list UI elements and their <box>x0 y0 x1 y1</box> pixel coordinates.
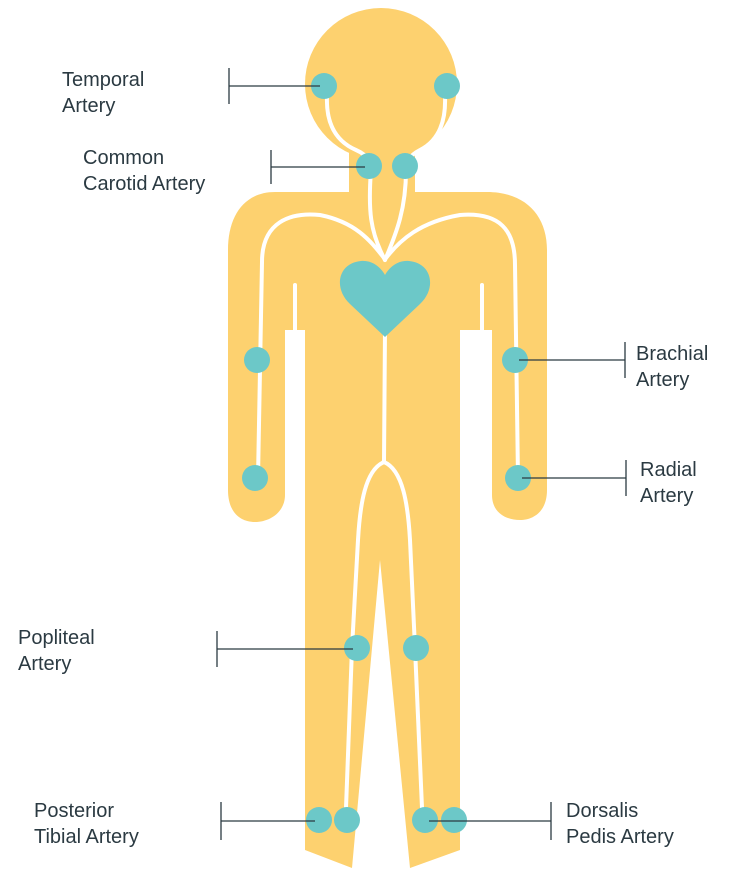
pulse-point-posterior-tibial-inner <box>334 807 360 833</box>
pulse-point-brachial-left <box>244 347 270 373</box>
leader-posterior-tibial <box>221 802 315 840</box>
body-silhouette <box>228 8 547 868</box>
label-dorsalis-pedis: Dorsalis Pedis Artery <box>566 800 674 848</box>
pulse-point-carotid-right <box>392 153 418 179</box>
label-radial: Radial Artery <box>640 459 702 507</box>
pulse-point-dorsalis-pedis-inner <box>412 807 438 833</box>
label-posterior-tibial: Posterior Tibial Artery <box>34 800 139 848</box>
label-carotid: Common Carotid Artery <box>83 147 205 195</box>
label-popliteal: Popliteal Artery <box>18 627 100 675</box>
pulse-point-popliteal-right <box>403 635 429 661</box>
pulse-point-dorsalis-pedis-outer <box>441 807 467 833</box>
pulse-point-carotid-left <box>356 153 382 179</box>
label-brachial: Brachial Artery <box>636 343 714 391</box>
pulse-point-popliteal-left <box>344 635 370 661</box>
aorta <box>384 330 385 462</box>
pulse-point-posterior-tibial-outer <box>306 807 332 833</box>
pulse-point-temporal-right <box>434 73 460 99</box>
pulse-point-radial-left <box>242 465 268 491</box>
label-temporal: Temporal Artery <box>62 69 150 117</box>
